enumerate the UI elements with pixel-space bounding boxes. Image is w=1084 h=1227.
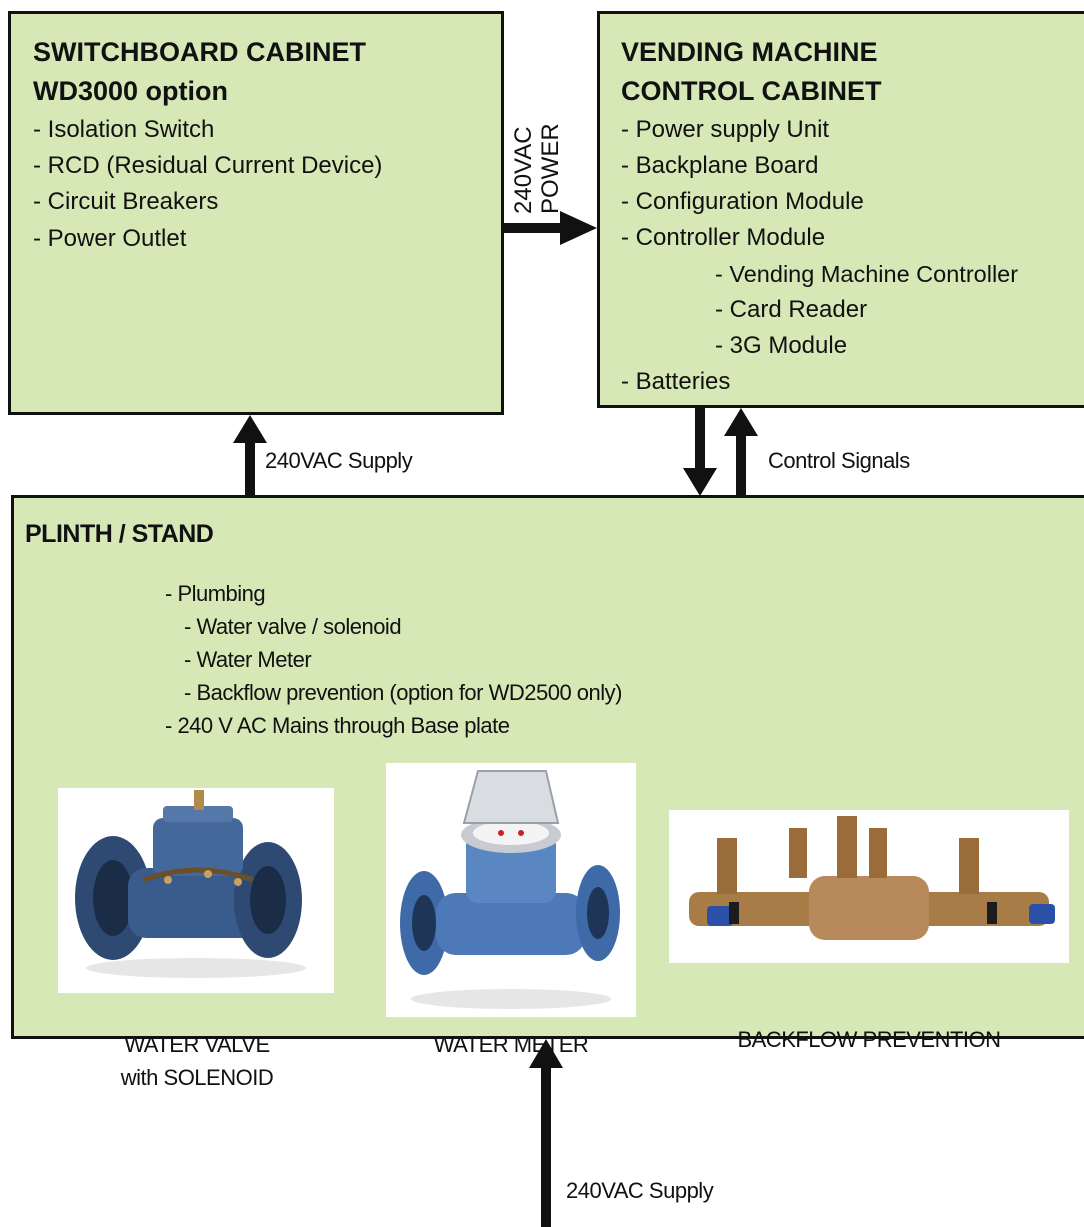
water-meter-image [386,763,636,1017]
backflow-prevention-image [669,810,1069,963]
switchboard-cabinet: SWITCHBOARD CABINET WD3000 option - Isol… [8,11,504,415]
vending-sub-item: - Card Reader [715,296,868,323]
supply-arrow-bottom [529,1039,563,1227]
plinth-line: - 240 V AC Mains through Base plate [165,713,510,738]
vending-item: - Configuration Module [621,188,864,215]
switchboard-title-line1: SWITCHBOARD CABINET [33,37,366,67]
vending-control-cabinet: VENDING MACHINE CONTROL CABINET - Power … [597,11,1084,408]
power-label-line2: POWER [537,123,564,214]
water-valve-image [58,788,334,993]
control-up-arrow [724,408,758,497]
vending-sub-item: - 3G Module [715,332,848,359]
vending-item: - Backplane Board [621,152,819,179]
water-meter-caption: WATER METER [433,1032,589,1057]
vending-sub-item: - Vending Machine Controller [715,261,1019,287]
vending-title-line1: VENDING MACHINE [621,37,878,67]
switchboard-title-line2: WD3000 option [33,76,229,106]
supply-bottom-label: 240VAC Supply [566,1178,714,1203]
vending-item: - Batteries [621,368,731,395]
plinth-line: - Backflow prevention (option for WD2500… [184,680,623,705]
plinth-stand: PLINTH / STAND - Plumbing - Water valve … [11,495,1084,1090]
vending-item: - Power supply Unit [621,116,830,143]
power-label-line1: 240VAC [510,126,537,214]
control-down-arrow [683,408,717,496]
power-label: 240VAC POWER [510,94,564,214]
water-valve-caption-line2: with SOLENOID [120,1065,274,1090]
plinth-line: - Water valve / solenoid [184,614,402,639]
vending-item: - Controller Module [621,224,826,251]
water-valve-caption-line1: WATER VALVE [124,1032,270,1057]
plinth-line: - Water Meter [184,647,312,672]
power-arrow [504,211,597,245]
switchboard-item: - RCD (Residual Current Device) [33,152,383,179]
switchboard-item: - Power Outlet [33,225,187,252]
backflow-caption: BACKFLOW PREVENTION [737,1027,1001,1052]
switchboard-item: - Circuit Breakers [33,188,219,215]
plinth-title: PLINTH / STAND [25,520,214,548]
switchboard-item: - Isolation Switch [33,116,215,143]
supply-arrow-top [233,415,267,497]
control-signals-label: Control Signals [768,448,910,473]
plinth-line: - Plumbing [165,581,266,606]
vending-title-line2: CONTROL CABINET [621,76,882,106]
supply-top-label: 240VAC Supply [265,448,413,473]
